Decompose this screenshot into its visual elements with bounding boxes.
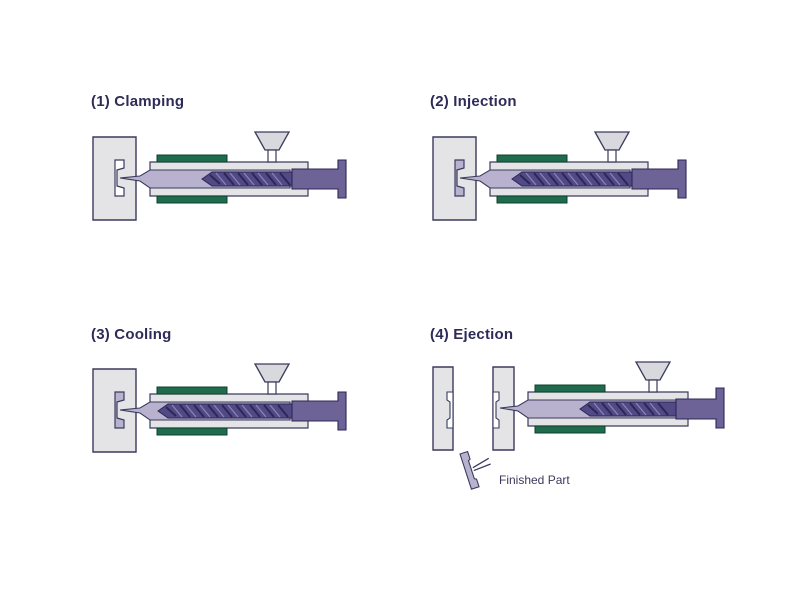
mold-plate bbox=[432, 136, 477, 221]
mold-plate-fixed bbox=[432, 366, 454, 451]
cooling-machine-diagram bbox=[92, 363, 347, 453]
hopper bbox=[634, 361, 672, 381]
hopper bbox=[253, 131, 291, 151]
heater-band-top bbox=[156, 154, 228, 163]
mold-plate bbox=[92, 368, 137, 453]
mold-plate bbox=[92, 136, 137, 221]
heater-band-bottom bbox=[496, 195, 568, 204]
injection-machine-diagram bbox=[432, 131, 687, 221]
heater-band-top bbox=[496, 154, 568, 163]
step-3-title: (3) Cooling bbox=[91, 326, 172, 343]
hopper bbox=[253, 363, 291, 383]
finished-part-label: Finished Part bbox=[499, 473, 570, 487]
ram bbox=[675, 387, 725, 429]
clamping-machine-diagram bbox=[92, 131, 347, 221]
heater-band-bottom bbox=[156, 195, 228, 204]
step-4-title: (4) Ejection bbox=[430, 326, 514, 343]
ram bbox=[291, 391, 347, 431]
finished-part bbox=[459, 450, 491, 490]
heater-band-top bbox=[534, 384, 606, 393]
heater-band-top bbox=[156, 386, 228, 395]
ram bbox=[291, 159, 347, 199]
ejection-machine-diagram bbox=[432, 361, 725, 490]
hopper bbox=[593, 131, 631, 151]
ram bbox=[631, 159, 687, 199]
heater-band-bottom bbox=[156, 427, 228, 436]
step-2-title: (2) Injection bbox=[430, 93, 517, 110]
heater-band-bottom bbox=[534, 425, 606, 434]
step-1-title: (1) Clamping bbox=[91, 93, 185, 110]
